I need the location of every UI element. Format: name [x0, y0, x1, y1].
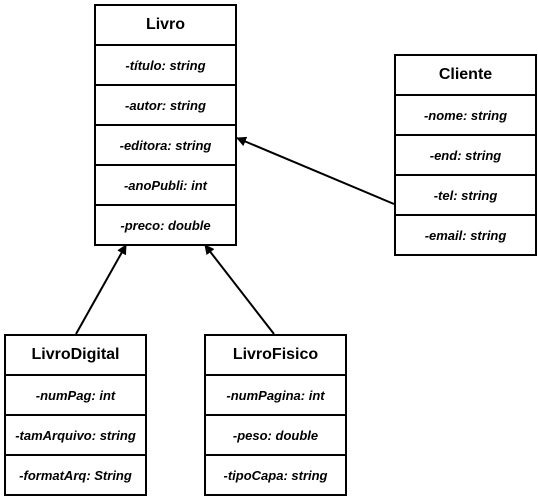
- attribute: -end: string: [396, 136, 535, 176]
- attribute: -peso: double: [206, 416, 345, 456]
- class-name: LivroFisico: [206, 336, 345, 376]
- class-livrofisico[interactable]: LivroFisico -numPagina: int -peso: doubl…: [204, 334, 347, 496]
- attribute: -título: string: [96, 46, 235, 86]
- class-name: Livro: [96, 6, 235, 46]
- class-cliente[interactable]: Cliente -nome: string -end: string -tel:…: [394, 54, 537, 256]
- attribute: -formatArq: String: [19, 467, 132, 483]
- attribute: -tel: string: [396, 176, 535, 216]
- attribute: -tamArquivo: string: [6, 416, 145, 456]
- attribute: -email: string: [424, 227, 507, 243]
- class-name: Cliente: [396, 56, 535, 96]
- attribute: -autor: string: [96, 86, 235, 126]
- class-name: LivroDigital: [6, 336, 145, 376]
- attribute: -nome: string: [396, 96, 535, 136]
- class-livrodigital[interactable]: LivroDigital -numPag: int -tamArquivo: s…: [4, 334, 147, 496]
- attribute: -anoPubli: int: [96, 166, 235, 206]
- attribute: -editora: string: [96, 126, 235, 166]
- attribute: -numPagina: int: [206, 376, 345, 416]
- arrow-livrofisico-to-livro: [204, 244, 275, 335]
- class-livro[interactable]: Livro -título: string -autor: string -ed…: [94, 4, 237, 246]
- attribute: -numPag: int: [6, 376, 145, 416]
- arrow-livrodigital-to-livro: [75, 244, 127, 335]
- attribute: -tipoCapa: string: [223, 467, 328, 483]
- arrow-cliente-to-livro: [236, 136, 395, 205]
- attribute: -preco: double: [120, 217, 211, 233]
